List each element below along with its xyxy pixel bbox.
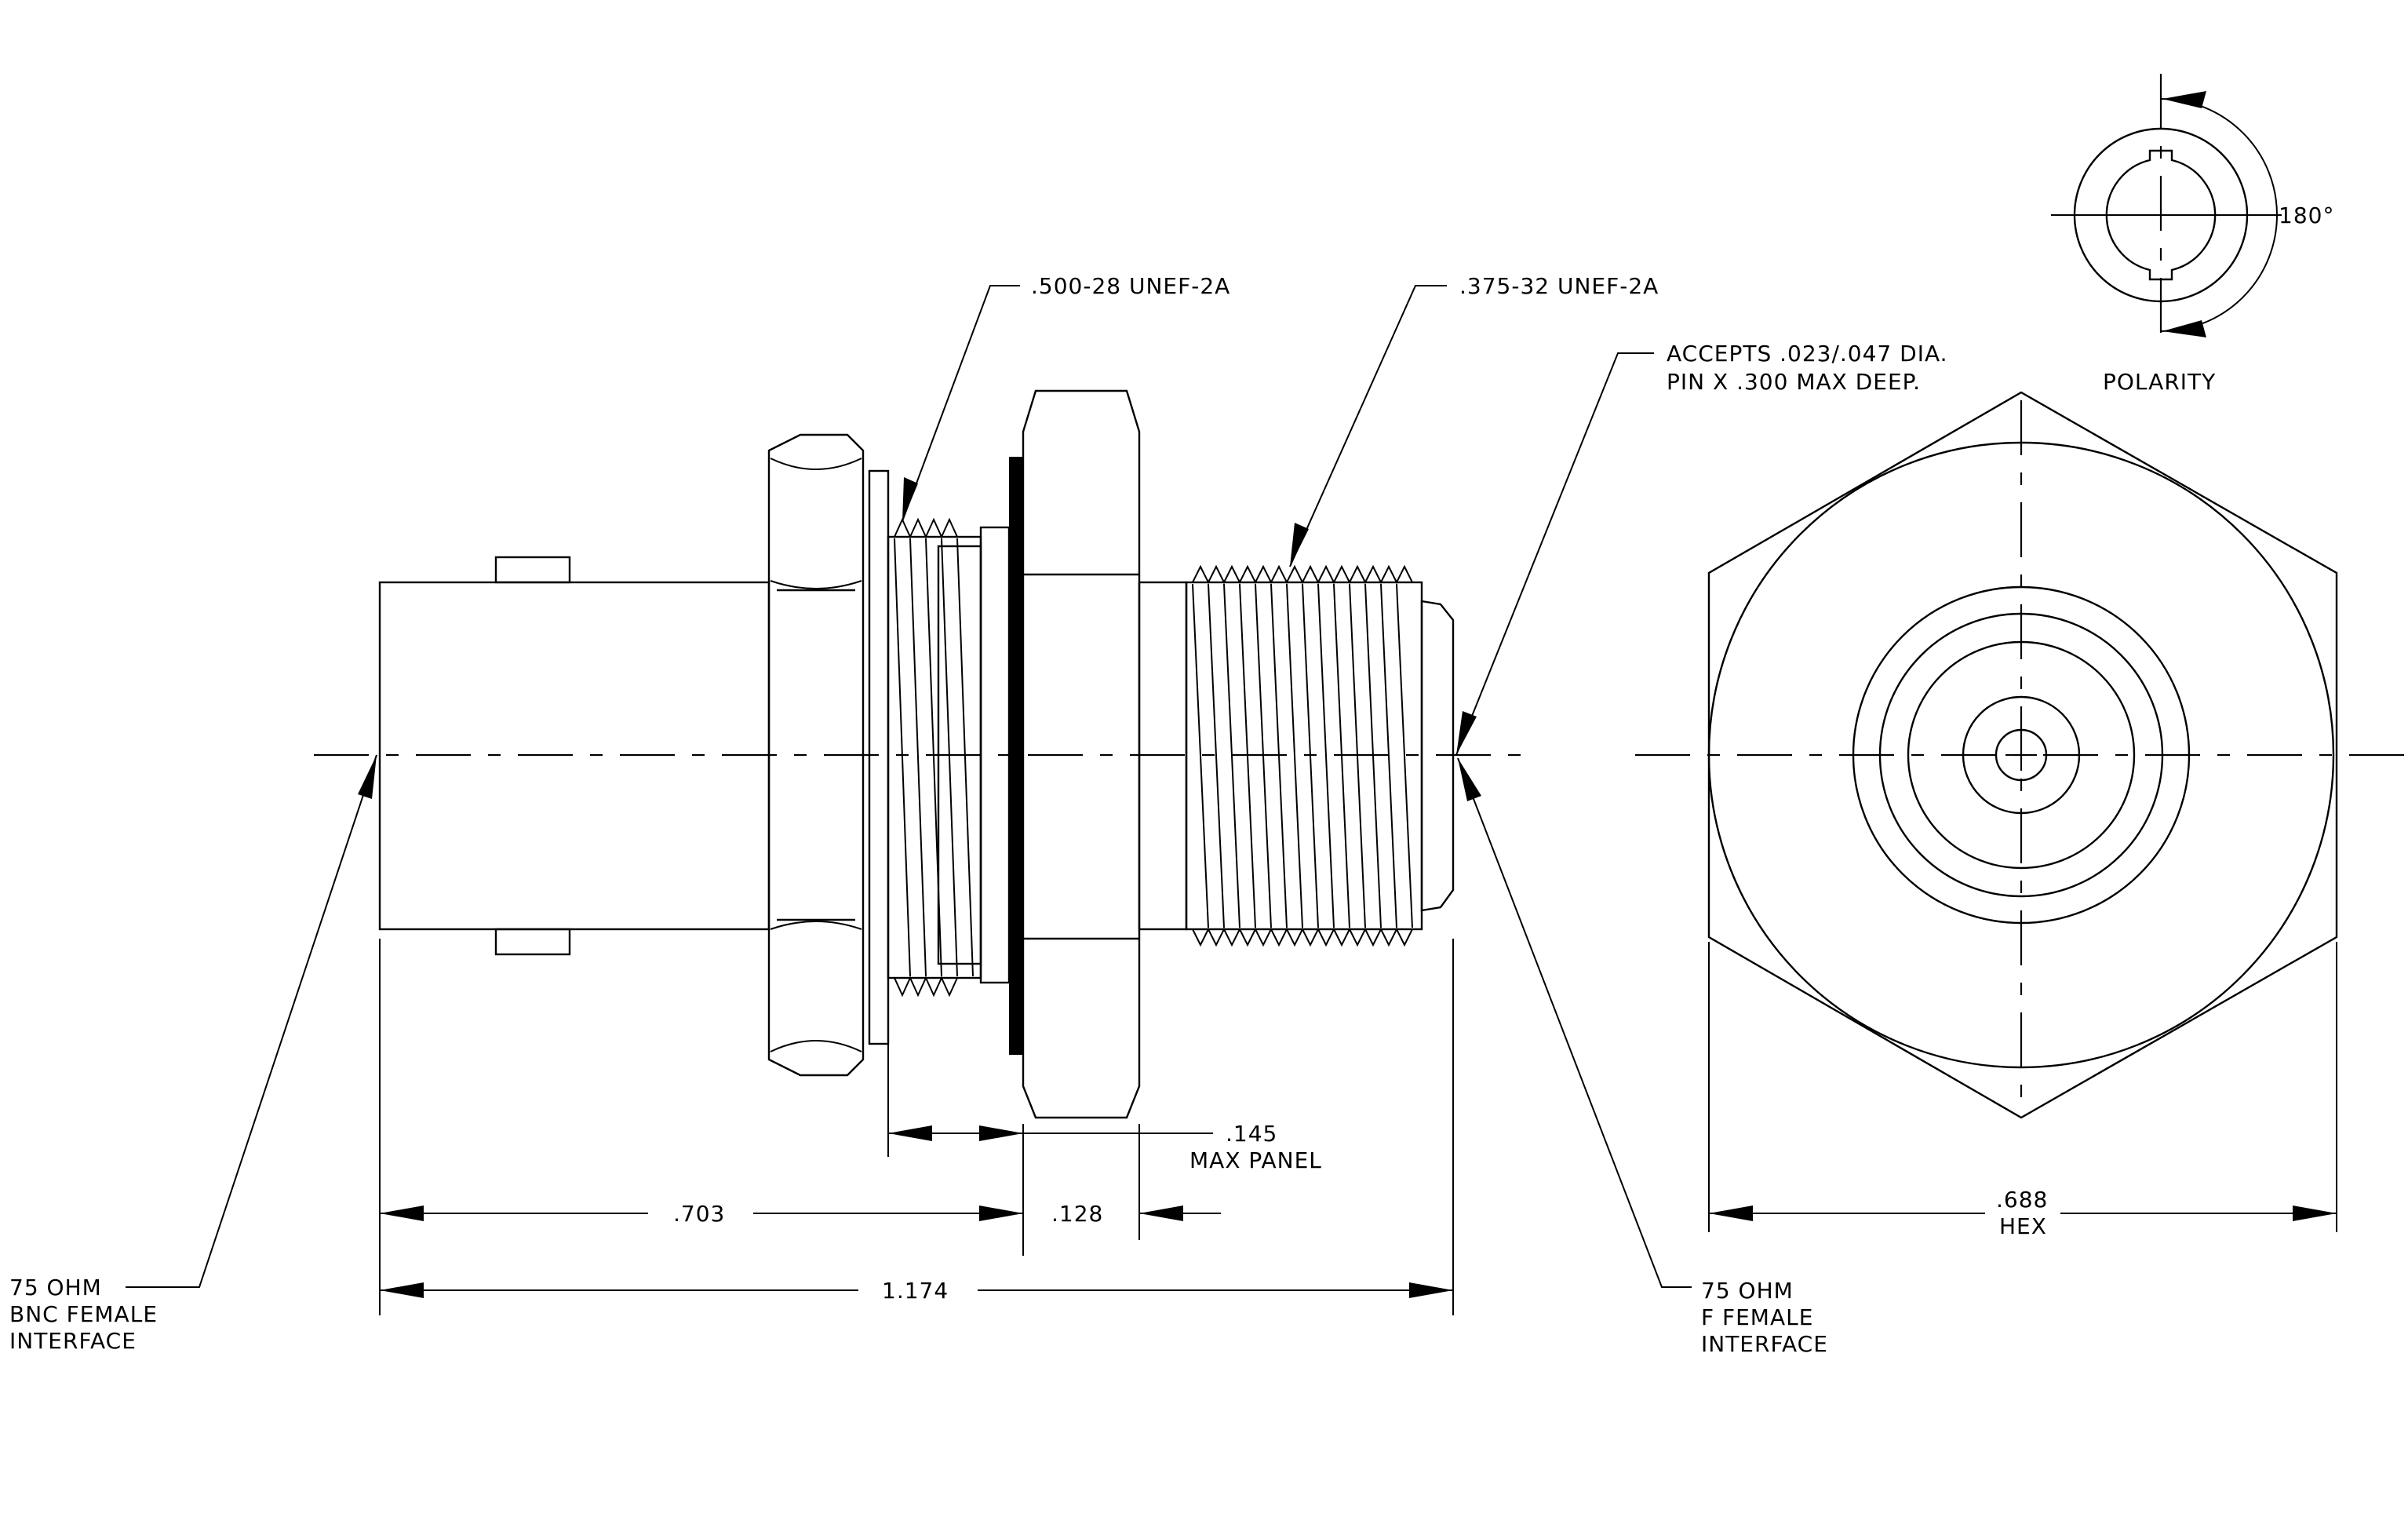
- lock-washer: [868, 469, 890, 1045]
- right-hex-nut: [1022, 389, 1141, 1119]
- hex-dimension-value: .688: [1996, 1187, 2048, 1213]
- panel-gasket: [1009, 457, 1023, 1055]
- polarity-angle: 180°: [2279, 202, 2334, 228]
- polarity-keyed-bore: [2105, 149, 2217, 281]
- thread-500-callout: .500-28 UNEF-2A: [1031, 273, 1230, 299]
- dimension-1174-label: 1.174: [882, 1278, 949, 1304]
- hex-inner-circle: [1707, 441, 2335, 1069]
- ring-2: [1878, 612, 2164, 898]
- dimension-128: .128: [1051, 1201, 1221, 1227]
- polarity-label: POLARITY: [2103, 369, 2216, 395]
- leader-f: 75 OHM F FEMALE INTERFACE: [1457, 757, 1828, 1357]
- end-view: .688 HEX: [1635, 391, 2408, 1239]
- leader-thread-500: .500-28 UNEF-2A: [902, 273, 1230, 522]
- polarity-view: 180° POLARITY: [2051, 74, 2334, 395]
- left-hex-nut: [767, 433, 865, 1077]
- ring-1: [1852, 585, 2191, 925]
- leader-accepts: ACCEPTS .023/.047 DIA. PIN X .300 MAX DE…: [1455, 341, 1948, 756]
- bnc-callout-line3: INTERFACE: [9, 1328, 137, 1354]
- hex-outline: [1707, 391, 2338, 1119]
- dimension-128-label: .128: [1051, 1201, 1103, 1227]
- center-pin-socket: [1995, 728, 2048, 782]
- ring-4: [1962, 695, 2081, 815]
- dimension-1174: 1.174: [380, 1278, 1453, 1304]
- ring-3: [1907, 640, 2136, 870]
- dimension-panel: .145 MAX PANEL: [888, 1121, 1322, 1173]
- hex-dimension-label: HEX: [1999, 1213, 2047, 1239]
- f-callout-line1: 75 OHM: [1701, 1278, 1794, 1304]
- polarity-arrow-bottom: [2162, 320, 2206, 337]
- bnc-bayonet-pin-bottom: [494, 928, 571, 956]
- thread-375-section: [1138, 564, 1455, 947]
- side-view: .145 MAX PANEL .703 .128 1.174: [9, 273, 1948, 1357]
- thread-500-section: [887, 517, 982, 998]
- panel-dimension-value: .145: [1226, 1121, 1277, 1147]
- bnc-callout-line2: BNC FEMALE: [9, 1301, 158, 1327]
- f-callout-line3: INTERFACE: [1701, 1331, 1828, 1357]
- thread-375-callout: .375-32 UNEF-2A: [1459, 273, 1659, 299]
- accepts-callout-line2: PIN X .300 MAX DEEP.: [1667, 369, 1921, 395]
- polarity-arrow-top: [2162, 91, 2206, 108]
- dimension-703-label: .703: [673, 1201, 725, 1227]
- polarity-rotation-arc: [2160, 98, 2278, 332]
- polarity-outer-circle: [2073, 127, 2249, 303]
- bnc-callout-line1: 75 OHM: [9, 1275, 102, 1300]
- bnc-bayonet-pin-top: [494, 556, 571, 584]
- panel-dimension-label: MAX PANEL: [1189, 1147, 1322, 1173]
- leader-bnc: 75 OHM BNC FEMALE INTERFACE: [9, 754, 377, 1354]
- extension-lines: [379, 939, 1454, 1315]
- leader-thread-375: .375-32 UNEF-2A: [1289, 273, 1659, 567]
- f-callout-line2: F FEMALE: [1701, 1304, 1813, 1330]
- accepts-callout-line1: ACCEPTS .023/.047 DIA.: [1667, 341, 1948, 367]
- dimension-hex: .688 HEX: [1708, 942, 2337, 1239]
- dimension-703: .703: [380, 1201, 1023, 1227]
